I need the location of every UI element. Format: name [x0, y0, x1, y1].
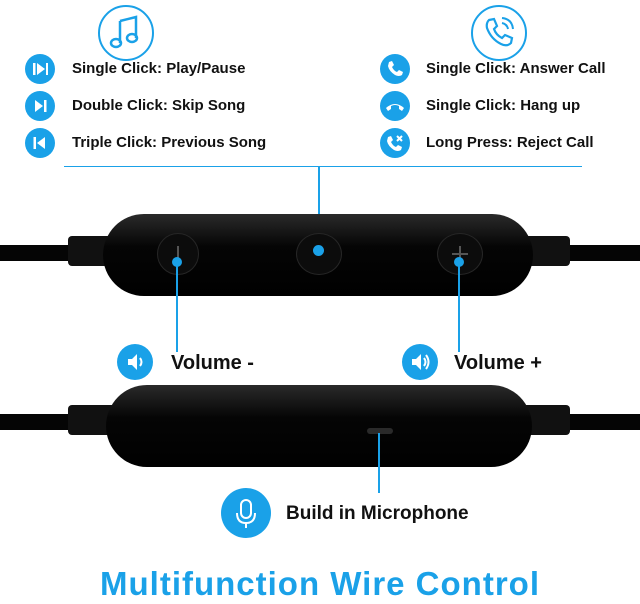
center-pointer-line — [318, 166, 320, 250]
reject-call-icon — [380, 128, 410, 158]
music-item-label: Double Click: Skip Song — [72, 97, 246, 114]
previous-track-icon — [25, 128, 55, 158]
next-track-icon — [25, 91, 55, 121]
music-note-icon — [96, 3, 156, 63]
divider-line — [64, 166, 582, 167]
call-item-label: Single Click: Answer Call — [426, 60, 606, 77]
phone-ringing-icon — [469, 3, 529, 63]
volume-up-label: Volume + — [454, 352, 542, 374]
hang-up-icon — [380, 91, 410, 121]
microphone-label: Build in Microphone — [286, 503, 469, 524]
microphone-housing — [106, 385, 532, 467]
speaker-high-icon — [402, 344, 438, 380]
music-item-label: Single Click: Play/Pause — [72, 60, 246, 77]
music-item-label: Triple Click: Previous Song — [72, 134, 267, 151]
volume-down-button[interactable] — [157, 233, 199, 275]
page-title: Multifunction Wire Control — [100, 565, 540, 602]
speaker-low-icon — [117, 344, 153, 380]
microphone-icon — [221, 488, 271, 538]
microphone-pointer-line — [378, 433, 380, 493]
call-item-label: Long Press: Reject Call — [426, 134, 594, 151]
pointer-dot — [313, 245, 324, 256]
call-item-label: Single Click: Hang up — [426, 97, 581, 114]
volume-up-button[interactable] — [437, 233, 483, 275]
volume-up-pointer-line — [458, 262, 460, 352]
microphone-hole — [367, 428, 393, 434]
volume-down-label: Volume - — [171, 352, 254, 374]
play-pause-icon — [25, 54, 55, 84]
volume-down-pointer-line — [176, 262, 178, 352]
phone-icon — [380, 54, 410, 84]
